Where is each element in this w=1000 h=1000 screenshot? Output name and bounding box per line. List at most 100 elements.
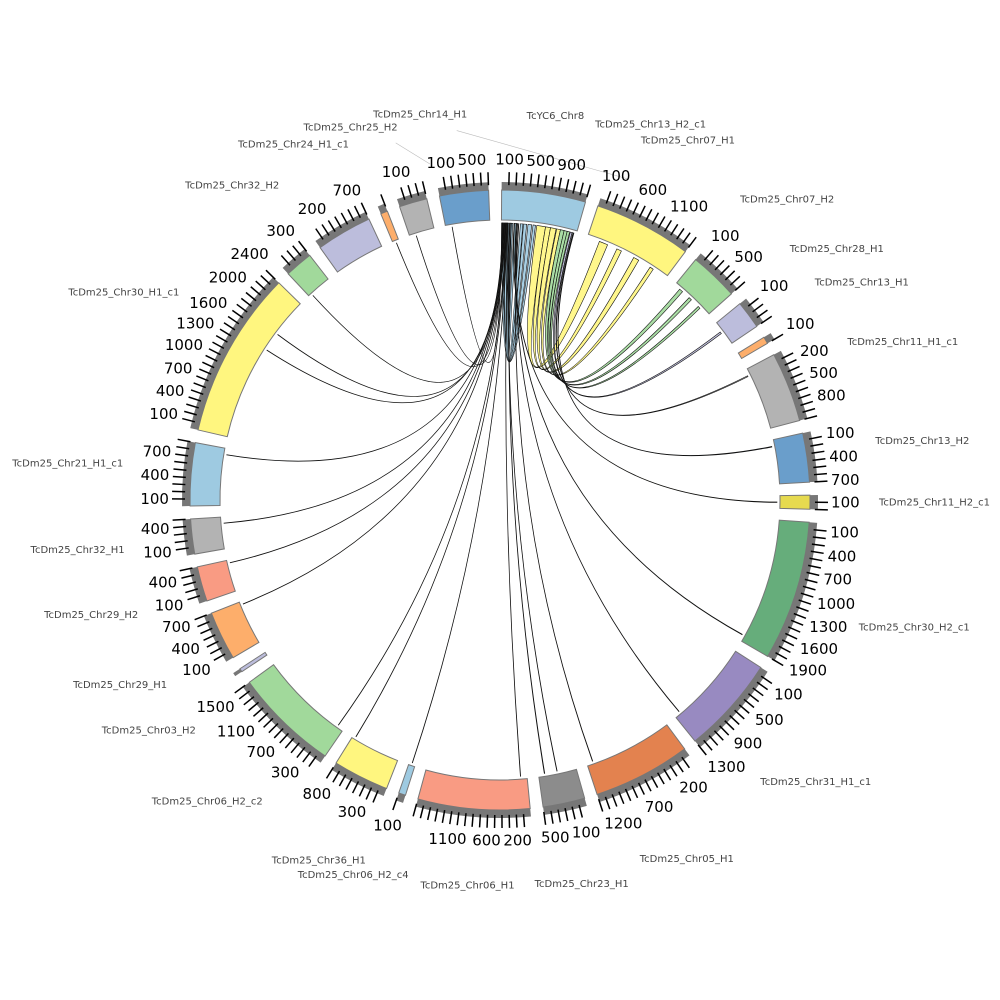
sector-block[interactable] [587, 724, 686, 796]
link-ribbon [507, 222, 558, 772]
tick-mark [808, 435, 822, 440]
sector-tcdm25-chr29-h2[interactable] [179, 559, 236, 604]
sector-tcdm25-chr06-h2-c4[interactable] [392, 764, 416, 811]
sector-block[interactable] [239, 651, 268, 673]
sector-name-label: TcDm25_Chr30_H2_c1 [858, 623, 970, 634]
sector-tcdm25-chr32-h1[interactable] [172, 516, 225, 556]
sector-axis-band [396, 190, 427, 207]
tick-mark [252, 707, 264, 717]
sector-block[interactable] [438, 189, 491, 226]
tick-label: 700 [143, 443, 172, 461]
sector-tcdm25-chr25-h2[interactable] [377, 194, 399, 243]
sector-block[interactable] [772, 432, 811, 485]
tick-mark [795, 386, 809, 393]
sector-block[interactable] [746, 354, 801, 429]
tick-mark [188, 396, 202, 402]
sector-block[interactable] [248, 663, 343, 757]
sector-tcdm25-chr13-h2[interactable] [772, 431, 828, 485]
sector-block[interactable] [196, 559, 236, 602]
sector-tcdm25-chr14-h1[interactable] [396, 181, 435, 236]
sector-block[interactable] [398, 764, 416, 796]
sector-block[interactable] [287, 254, 329, 297]
tick-mark [347, 209, 355, 222]
sector-block[interactable] [737, 336, 769, 360]
sector-axis-band [802, 431, 818, 483]
tick-mark [522, 814, 526, 828]
tick-label: 500 [755, 711, 784, 729]
sector-block[interactable] [538, 768, 586, 808]
sector-tcdm25-chr11-h2-c1[interactable] [779, 494, 828, 511]
sector-block[interactable] [319, 218, 383, 273]
tick-label: 700 [333, 181, 362, 199]
sector-block[interactable] [189, 442, 226, 507]
tick-mark [248, 701, 260, 712]
tick-mark [809, 557, 823, 562]
sector-tcdm25-chr29-h1[interactable] [194, 601, 260, 662]
sector-block[interactable] [380, 210, 399, 243]
sector-tcdm25-chr03-h2[interactable] [233, 651, 268, 677]
sector-tcdm25-chr31-h1-c1[interactable] [675, 650, 773, 756]
sector-block[interactable] [197, 282, 301, 438]
tick-mark [586, 184, 592, 198]
sector-tcdm25-chr30-h1-c1[interactable] [182, 269, 301, 438]
sector-block[interactable] [417, 769, 531, 811]
tick-label: 1300 [176, 315, 214, 333]
tick-mark [308, 755, 318, 767]
tick-mark [605, 190, 612, 204]
tick-mark [778, 645, 791, 654]
sector-name-label: TcDm25_Chr11_H2_c1 [878, 498, 990, 509]
tick-mark [257, 712, 269, 723]
sector-block[interactable] [210, 601, 260, 659]
sector-tcdm25-chr13-h1[interactable] [737, 333, 784, 360]
sector-block[interactable] [741, 519, 810, 658]
tick-mark [687, 236, 697, 249]
tick-mark [624, 788, 632, 802]
sector-block[interactable] [676, 258, 733, 315]
sector-name-label: TcDm25_Chr25_H2 [303, 123, 398, 134]
tick-label: 300 [271, 763, 300, 781]
tick-mark [578, 804, 584, 818]
sector-tcdm25-chr06-h1[interactable] [412, 769, 531, 828]
tick-label: 100 [711, 227, 740, 245]
sector-tcdm25-chr06-h2-c2[interactable] [234, 663, 343, 767]
sector-block[interactable] [715, 302, 758, 344]
sector-block[interactable] [190, 516, 225, 555]
tick-mark [243, 696, 255, 706]
sector-tcdm25-chr32-h2[interactable] [280, 240, 329, 297]
sector-block[interactable] [500, 189, 587, 232]
sector-axis-band [773, 350, 808, 421]
sector-block[interactable] [587, 205, 687, 277]
tick-label: 300 [266, 222, 295, 240]
tick-label: 600 [472, 831, 501, 849]
tick-label: 1600 [800, 640, 838, 658]
tick-mark [810, 550, 824, 555]
sector-tcdm25-chr07-h1[interactable] [587, 190, 697, 277]
tick-mark [434, 808, 439, 822]
sector-tcdm25-chr21-h1-c1[interactable] [171, 438, 226, 507]
sector-tcdm25-chr07-h2[interactable] [676, 249, 746, 315]
sector-tcdm25-chr11-h1-c1[interactable] [746, 350, 818, 429]
sector-tcdm25-chr36-h1[interactable] [325, 736, 399, 803]
tick-mark [457, 174, 461, 188]
sector-tcyc6-chr8[interactable] [500, 172, 592, 232]
tick-mark [719, 265, 730, 276]
sector-tcdm25-chr05-h1[interactable] [587, 724, 690, 812]
name-leader-layer [395, 130, 629, 180]
sector-block[interactable] [335, 736, 399, 790]
sector-block[interactable] [398, 198, 435, 236]
sector-block[interactable] [675, 650, 762, 742]
tick-mark [669, 764, 678, 777]
sector-tcdm25-chr30-h2-c1[interactable] [741, 519, 827, 667]
tick-mark [681, 232, 691, 244]
sector-tcdm25-chr23-h1[interactable] [538, 768, 587, 825]
tick-mark [223, 322, 236, 331]
tick-mark [245, 291, 257, 302]
tick-mark [172, 475, 186, 479]
sector-tcdm25-chr24-h1-c1[interactable] [315, 202, 383, 273]
sector-tcdm25-chr13-h2-c1[interactable] [437, 172, 491, 226]
sector-tcdm25-chr28-h1[interactable] [715, 297, 773, 344]
sector-block[interactable] [779, 494, 811, 510]
tick-mark [804, 415, 818, 420]
sector-axis-band [415, 798, 531, 819]
